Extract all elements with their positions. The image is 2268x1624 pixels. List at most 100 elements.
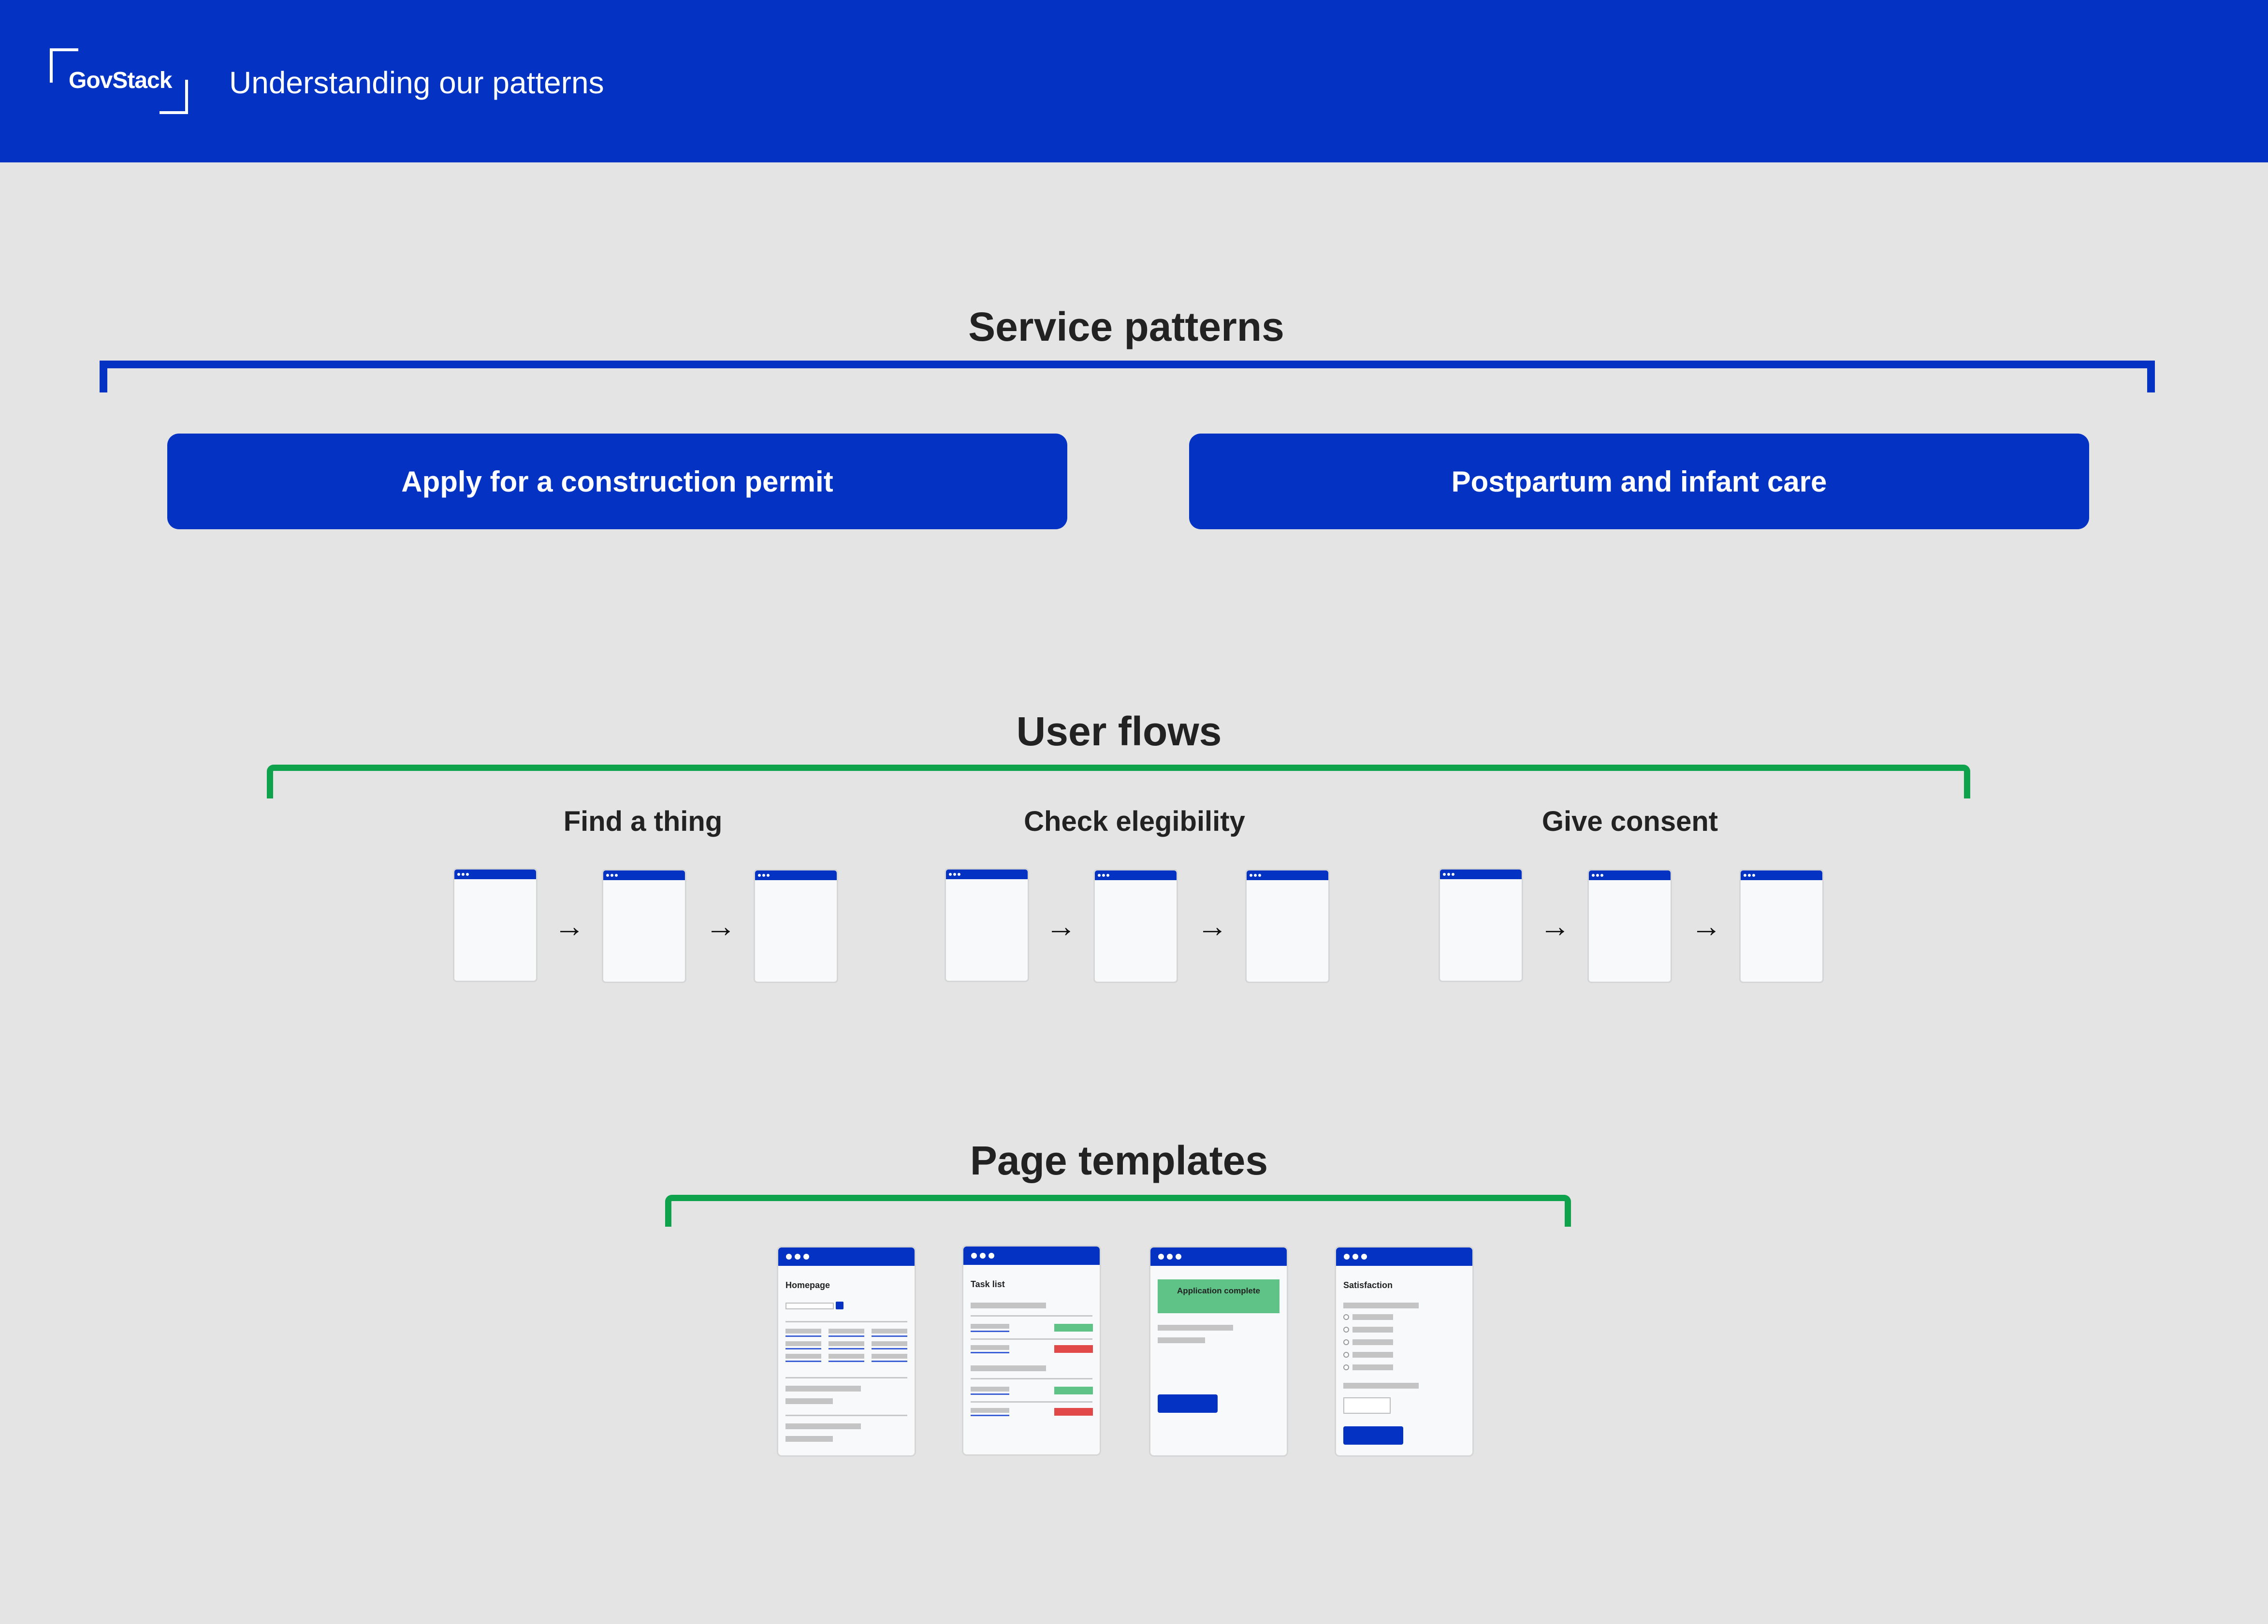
- text-placeholder: [971, 1365, 1046, 1371]
- pattern-postpartum-care-button[interactable]: Postpartum and infant care: [1189, 434, 2089, 529]
- divider: [785, 1321, 907, 1322]
- divider: [971, 1378, 1092, 1379]
- link-placeholder: [829, 1354, 864, 1359]
- arrow-right-icon: →: [554, 909, 585, 943]
- confirmation-panel: Application complete: [1158, 1279, 1279, 1313]
- flow-title-give-consent: Give consent: [1541, 806, 1718, 837]
- flow-screen[interactable]: [1439, 868, 1523, 982]
- divider: [971, 1315, 1092, 1317]
- divider: [785, 1377, 907, 1378]
- link-placeholder: [785, 1341, 821, 1346]
- arrow-right-icon: →: [1691, 909, 1722, 943]
- text-placeholder: [785, 1436, 833, 1442]
- status-tag-complete: [1054, 1387, 1093, 1394]
- arrow-right-icon: →: [1540, 909, 1570, 943]
- text-placeholder: [1158, 1337, 1205, 1343]
- flow-title-check-elegibility: Check elegibility: [1024, 806, 1245, 837]
- template-title: Homepage: [785, 1280, 830, 1290]
- divider: [971, 1401, 1092, 1403]
- template-title: Task list: [971, 1279, 1005, 1289]
- link-underline: [785, 1361, 821, 1362]
- link-underline: [829, 1335, 864, 1337]
- link-placeholder: [829, 1329, 864, 1334]
- link-underline: [829, 1348, 864, 1349]
- flow-screen[interactable]: [602, 869, 686, 983]
- template-task-list[interactable]: Task list: [962, 1245, 1101, 1456]
- page-templates-bracket: [665, 1195, 1571, 1227]
- link-underline: [872, 1361, 907, 1362]
- logo-text: GovStack: [69, 68, 172, 93]
- search-input-placeholder: [785, 1303, 834, 1309]
- page-templates-heading: Page templates: [970, 1138, 1268, 1183]
- flow-screen[interactable]: [1245, 869, 1330, 983]
- task-link-placeholder: [971, 1387, 1009, 1392]
- status-tag-incomplete: [1054, 1345, 1093, 1353]
- option-label-placeholder: [1352, 1364, 1393, 1370]
- link-underline: [785, 1348, 821, 1349]
- link-placeholder: [829, 1341, 864, 1346]
- text-placeholder: [785, 1398, 833, 1404]
- template-homepage[interactable]: Homepage: [777, 1246, 916, 1457]
- govstack-logo[interactable]: GovStack: [49, 48, 189, 115]
- link-underline: [872, 1348, 907, 1349]
- task-link-underline: [971, 1415, 1009, 1416]
- page-title: Understanding our patterns: [229, 65, 604, 100]
- template-application-complete[interactable]: Application complete: [1149, 1246, 1288, 1457]
- arrow-right-icon: →: [1046, 909, 1076, 943]
- user-flows-bracket: [267, 765, 1970, 798]
- option-label-placeholder: [1352, 1314, 1393, 1320]
- template-satisfaction[interactable]: Satisfaction: [1335, 1246, 1474, 1457]
- flow-screen[interactable]: [754, 869, 838, 983]
- user-flows-heading: User flows: [1016, 709, 1222, 754]
- link-placeholder: [872, 1329, 907, 1334]
- flow-title-find-a-thing: Find a thing: [563, 806, 723, 837]
- flow-screen[interactable]: [945, 868, 1029, 982]
- option-label-placeholder: [1352, 1339, 1393, 1345]
- service-patterns-bracket: [100, 361, 2155, 392]
- text-placeholder: [971, 1303, 1046, 1308]
- link-placeholder: [872, 1354, 907, 1359]
- button-placeholder: [1343, 1426, 1403, 1445]
- search-button-placeholder: [836, 1302, 843, 1309]
- radio-option: [1343, 1339, 1349, 1345]
- text-placeholder: [785, 1386, 861, 1392]
- app-header: GovStack Understanding our patterns: [0, 0, 2268, 162]
- task-link-placeholder: [971, 1408, 1009, 1413]
- logo-corner-brackets-icon: [50, 48, 188, 114]
- task-link-placeholder: [971, 1345, 1009, 1350]
- text-placeholder: [1158, 1325, 1233, 1331]
- option-label-placeholder: [1352, 1352, 1393, 1358]
- link-placeholder: [872, 1341, 907, 1346]
- confirmation-title: Application complete: [1177, 1286, 1260, 1295]
- link-underline: [785, 1335, 821, 1337]
- radio-option: [1343, 1314, 1349, 1320]
- link-underline: [829, 1361, 864, 1362]
- question-placeholder: [1343, 1303, 1419, 1308]
- divider: [785, 1415, 907, 1416]
- text-placeholder: [1343, 1383, 1419, 1389]
- flow-screen[interactable]: [453, 868, 538, 982]
- flow-screen[interactable]: [1587, 869, 1672, 983]
- radio-option: [1343, 1352, 1349, 1358]
- arrow-right-icon: →: [1197, 909, 1228, 943]
- text-input-placeholder: [1343, 1397, 1391, 1414]
- option-label-placeholder: [1352, 1327, 1393, 1333]
- status-tag-incomplete: [1054, 1408, 1093, 1416]
- arrow-right-icon: →: [705, 909, 736, 943]
- task-link-underline: [971, 1352, 1009, 1353]
- radio-option: [1343, 1327, 1349, 1333]
- divider: [971, 1338, 1092, 1340]
- button-placeholder: [1158, 1394, 1218, 1413]
- service-patterns-heading: Service patterns: [968, 304, 1284, 349]
- link-placeholder: [785, 1354, 821, 1359]
- template-title: Satisfaction: [1343, 1280, 1393, 1290]
- link-underline: [872, 1335, 907, 1337]
- flow-screen[interactable]: [1739, 869, 1824, 983]
- task-link-underline: [971, 1331, 1009, 1332]
- status-tag-complete: [1054, 1324, 1093, 1332]
- text-placeholder: [785, 1423, 861, 1429]
- pattern-construction-permit-button[interactable]: Apply for a construction permit: [167, 434, 1067, 529]
- link-placeholder: [785, 1329, 821, 1334]
- flow-screen[interactable]: [1093, 869, 1178, 983]
- radio-option: [1343, 1364, 1349, 1370]
